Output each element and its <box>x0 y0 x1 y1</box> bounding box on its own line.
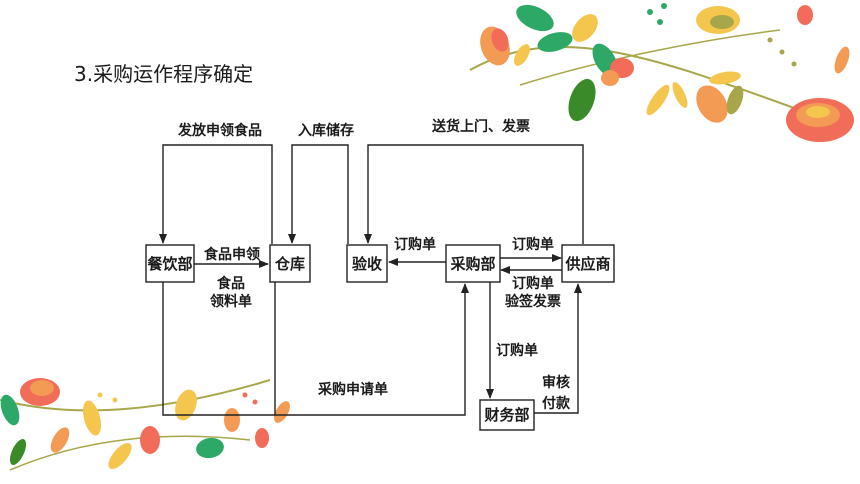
bud-icon <box>252 399 258 405</box>
label-purchase-request: 采购申请单 <box>317 381 388 398</box>
bud-icon <box>242 392 248 398</box>
floral-top-right <box>469 3 854 142</box>
node-supplier: 供应商 <box>561 244 615 283</box>
node-label: 验收 <box>352 255 382 273</box>
edge-catering-to-purchasing <box>162 282 469 416</box>
node-warehouse: 仓库 <box>269 244 311 283</box>
leaf-icon <box>9 439 27 465</box>
node-label: 财务部 <box>484 406 529 424</box>
flower-icon <box>30 380 54 396</box>
flower-icon <box>491 28 509 52</box>
petal-icon <box>646 84 670 116</box>
label-order-supplier: 订购单 <box>512 236 554 253</box>
leaf-icon <box>726 85 744 115</box>
label-order-finance: 订购单 <box>496 342 538 359</box>
flow-edges <box>159 144 584 416</box>
floral-bottom-left <box>0 378 290 471</box>
bud-icon <box>791 61 797 67</box>
label-payment: 付款 <box>542 395 571 412</box>
bud-icon <box>779 49 785 55</box>
node-catering: 餐饮部 <box>145 244 195 283</box>
label-requisition-slip: 领料单 <box>210 293 252 310</box>
leaf-icon <box>196 437 224 459</box>
flower-center-icon <box>710 15 734 29</box>
label-order-return: 订购单 <box>512 275 554 292</box>
node-label: 采购部 <box>449 255 495 273</box>
edge-supplier-to-inspection <box>364 144 584 244</box>
label-issue-food: 发放申领食品 <box>177 122 262 139</box>
flower-icon <box>140 426 160 454</box>
petal-icon <box>175 389 197 421</box>
label-delivery-invoice: 送货上门、发票 <box>431 118 530 135</box>
flower-stem <box>9 435 251 471</box>
bud-icon <box>661 3 667 9</box>
flower-center-icon <box>806 106 830 118</box>
bud-icon <box>657 19 663 25</box>
petal-icon <box>572 14 598 42</box>
label-order-inspection: 订购单 <box>394 236 436 253</box>
label-storage: 入库储存 <box>298 122 354 139</box>
node-purchasing: 采购部 <box>445 244 501 283</box>
flower-icon <box>601 70 619 86</box>
bud-icon <box>112 397 118 403</box>
slide-title: 3.采购运作程序确定 <box>74 62 254 86</box>
flower-icon <box>255 428 269 448</box>
bud-icon <box>97 392 103 398</box>
edge-finance-to-supplier <box>534 283 582 414</box>
leaf-icon <box>568 78 596 122</box>
petal-icon <box>274 401 290 423</box>
petal-icon <box>672 82 688 108</box>
node-label: 仓库 <box>274 255 305 273</box>
label-audit: 审核 <box>542 374 570 391</box>
petal-icon <box>834 46 850 74</box>
label-signed-invoice: 验签发票 <box>505 293 561 310</box>
edge-warehouse-to-catering <box>159 144 273 244</box>
leaf-icon <box>537 32 573 52</box>
petal-icon <box>514 44 530 66</box>
label-food-request: 食品申领 <box>204 246 260 263</box>
leaf-icon <box>516 4 554 32</box>
petal-icon <box>82 400 102 436</box>
edge-labels: 发放申领食品 入库储存 送货上门、发票 食品申领 食品 领料单 订购单 订购单 … <box>177 118 571 412</box>
label-food: 食品 <box>217 275 245 292</box>
node-finance: 财务部 <box>479 399 535 431</box>
node-label: 餐饮部 <box>147 255 192 273</box>
flower-stem <box>0 379 271 412</box>
petal-icon <box>709 71 741 85</box>
node-inspection: 验收 <box>346 244 388 283</box>
flower-icon <box>797 5 813 25</box>
flower-icon <box>224 408 240 432</box>
edge-inspection-to-warehouse <box>288 144 349 244</box>
bud-icon <box>767 37 773 43</box>
flower-stem <box>519 29 781 86</box>
petal-icon <box>108 442 132 470</box>
bud-icon <box>647 9 653 15</box>
flower-icon <box>696 85 728 123</box>
petal-icon <box>50 427 70 453</box>
node-label: 供应商 <box>564 255 610 273</box>
leaf-icon <box>0 394 20 426</box>
